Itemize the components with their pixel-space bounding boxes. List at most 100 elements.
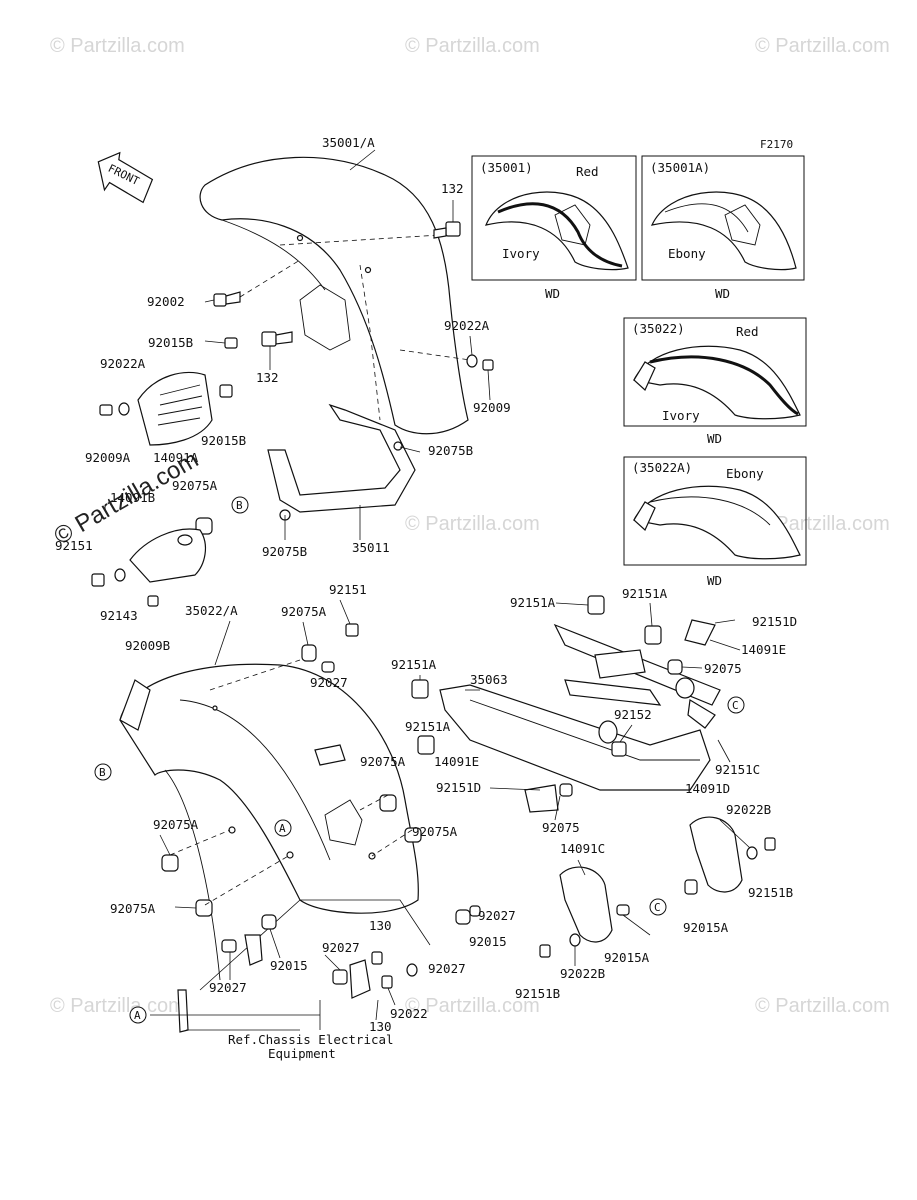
label-14091D: 14091D [685,781,730,796]
label-92075A-4: 92075A [412,824,458,839]
cover-14091A [99,371,233,446]
label-35001A: 35001/A [322,135,375,150]
label-92015A-1: 92015A [683,920,729,935]
label-92075A-3: 92075A [360,754,406,769]
ref-label-a-2: A [134,1009,141,1022]
label-92022B-1: 92022B [726,802,771,817]
label-92009: 92009 [473,400,511,415]
inset-35001: (35001) Red Ivory WD [471,155,637,301]
bolt-132-top [433,200,461,239]
bracket-14091C [539,866,630,958]
front-arrow: FRONT [97,151,154,204]
label-92075A-5: 92075A [153,817,199,832]
inset-35001A-ebony: Ebony [668,246,706,261]
ref-markers: B B A A C C [94,496,745,1024]
label-14091E-2: 14091E [434,754,479,769]
wire-clips [150,934,371,1033]
label-92075A-6: 92075A [110,901,156,916]
label-92027-1: 92027 [310,675,348,690]
label-92022B-2: 92022B [560,966,605,981]
label-92075-1: 92075 [704,661,742,676]
ref-marker-c-1 [727,696,745,714]
ref-note-line2: Equipment [268,1046,336,1061]
watermark-6: © Partzilla.com [50,995,185,1017]
ref-marker-a-2 [129,1006,147,1024]
label-92002: 92002 [147,294,185,309]
label-92009A: 92009A [85,450,131,465]
front-fender [199,156,469,435]
label-92015B-2: 92015B [201,433,246,448]
watermark-2: © Partzilla.com [405,35,540,57]
ref-label-c-2: C [654,901,661,914]
fasteners-left-front [224,331,293,370]
label-92151A-4: 92151A [405,719,451,734]
label-92151C: 92151C [715,762,760,777]
label-92143: 92143 [100,608,138,623]
label-92022A-left: 92022A [100,356,146,371]
label-92015B-1: 92015B [148,335,193,350]
ref-label-c-1: C [732,699,739,712]
label-92075: 92075 [542,820,580,835]
figure-code: F2170 [760,138,793,151]
label-92151A-2: 92151A [622,586,668,601]
watermark-5: © Partzilla.com [755,513,890,535]
label-92015A-2: 92015A [604,950,650,965]
label-14091C: 14091C [560,841,605,856]
label-132-top: 132 [441,181,464,196]
rear-fender-fasteners [161,623,481,989]
watermark-8: © Partzilla.com [755,995,890,1017]
ref-marker-c-2 [649,898,667,916]
part-labels: 35001/A 132 92002 92015B 132 92022A 9200… [55,135,797,1034]
inset-35001A: (35001A) Ebony WD [641,155,805,301]
label-92075B-2: 92075B [262,544,307,559]
label-92075A-2: 92075A [281,604,327,619]
inset-35022-ivory: Ivory [662,408,700,423]
watermark-3: © Partzilla.com [755,35,890,57]
label-92015-2: 92015 [270,958,308,973]
inset-35022A-caption: WD [707,573,722,588]
inset-35022-id: (35022) [632,321,685,336]
label-35011: 35011 [352,540,390,555]
label-92151B-2: 92151B [515,986,560,1001]
label-35022A: 35022/A [185,603,238,618]
label-14091A: 14091A [153,450,199,465]
label-92009B: 92009B [125,638,170,653]
ref-label-b-1: B [236,499,243,512]
label-92151A-3: 92151A [391,657,437,672]
inset-35022A: (35022A) Ebony WD [623,456,807,588]
label-92027-3: 92027 [322,940,360,955]
watermark-7: © Partzilla.com [405,995,540,1017]
watermark-1: © Partzilla.com [50,35,185,57]
label-92151D-1: 92151D [752,614,797,629]
label-92027-2: 92027 [478,908,516,923]
inset-35022: (35022) Red Ivory WD [623,317,807,446]
frame-35063 [411,595,736,813]
bracket-14091B [91,528,207,607]
label-92075A-1: 92075A [172,478,218,493]
inset-35001-caption: WD [545,286,560,301]
inset-35022A-id: (35022A) [632,460,692,475]
bracket-14091D [684,816,776,895]
label-92151A-1: 92151A [510,595,556,610]
label-92027-5: 92027 [209,980,247,995]
inset-35022-red: Red [736,324,759,339]
ref-marker-b-1 [231,496,249,514]
watermark-4: © Partzilla.com [405,513,540,535]
label-35063: 35063 [470,672,508,687]
label-92075B-1: 92075B [428,443,473,458]
ref-marker-b-2 [94,763,112,781]
rear-fender [119,659,431,991]
label-92151D-2: 92151D [436,780,481,795]
label-92151-1: 92151 [55,538,93,553]
inset-35001A-id: (35001A) [650,160,710,175]
label-14091B: 14091B [110,490,155,505]
inset-35001A-caption: WD [715,286,730,301]
ref-label-a-1: A [279,822,286,835]
inset-35022A-ebony: Ebony [726,466,764,481]
label-92151-2: 92151 [329,582,367,597]
inset-35022-caption: WD [707,431,722,446]
bolt-92002 [213,259,301,307]
ref-label-b-2: B [99,766,106,779]
